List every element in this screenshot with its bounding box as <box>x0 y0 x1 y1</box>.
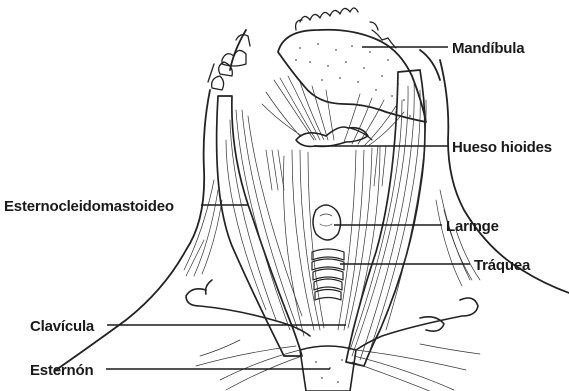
lateral-neck-shading <box>184 180 480 286</box>
label-esternon: Esternón <box>30 362 93 379</box>
label-esternocleidomastoideo: Esternocleidomastoideo <box>4 198 174 215</box>
labels: Mandíbula Hueso hioides Esternocleidomas… <box>4 40 552 379</box>
label-traquea: Tráquea <box>474 257 531 274</box>
trachea <box>312 249 344 300</box>
label-mandibula: Mandíbula <box>452 40 525 57</box>
mandible <box>278 30 426 122</box>
label-laringe: Laringe <box>446 218 499 235</box>
clavicles <box>186 280 478 350</box>
right-sternocleidomastoid <box>346 70 426 366</box>
left-teeth <box>208 35 250 90</box>
label-hueso-hioides: Hueso hioides <box>452 139 552 156</box>
label-clavicula: Clavícula <box>30 318 95 335</box>
upper-teeth <box>296 8 378 30</box>
larynx <box>313 205 341 240</box>
pectoral-fibers <box>196 340 480 391</box>
